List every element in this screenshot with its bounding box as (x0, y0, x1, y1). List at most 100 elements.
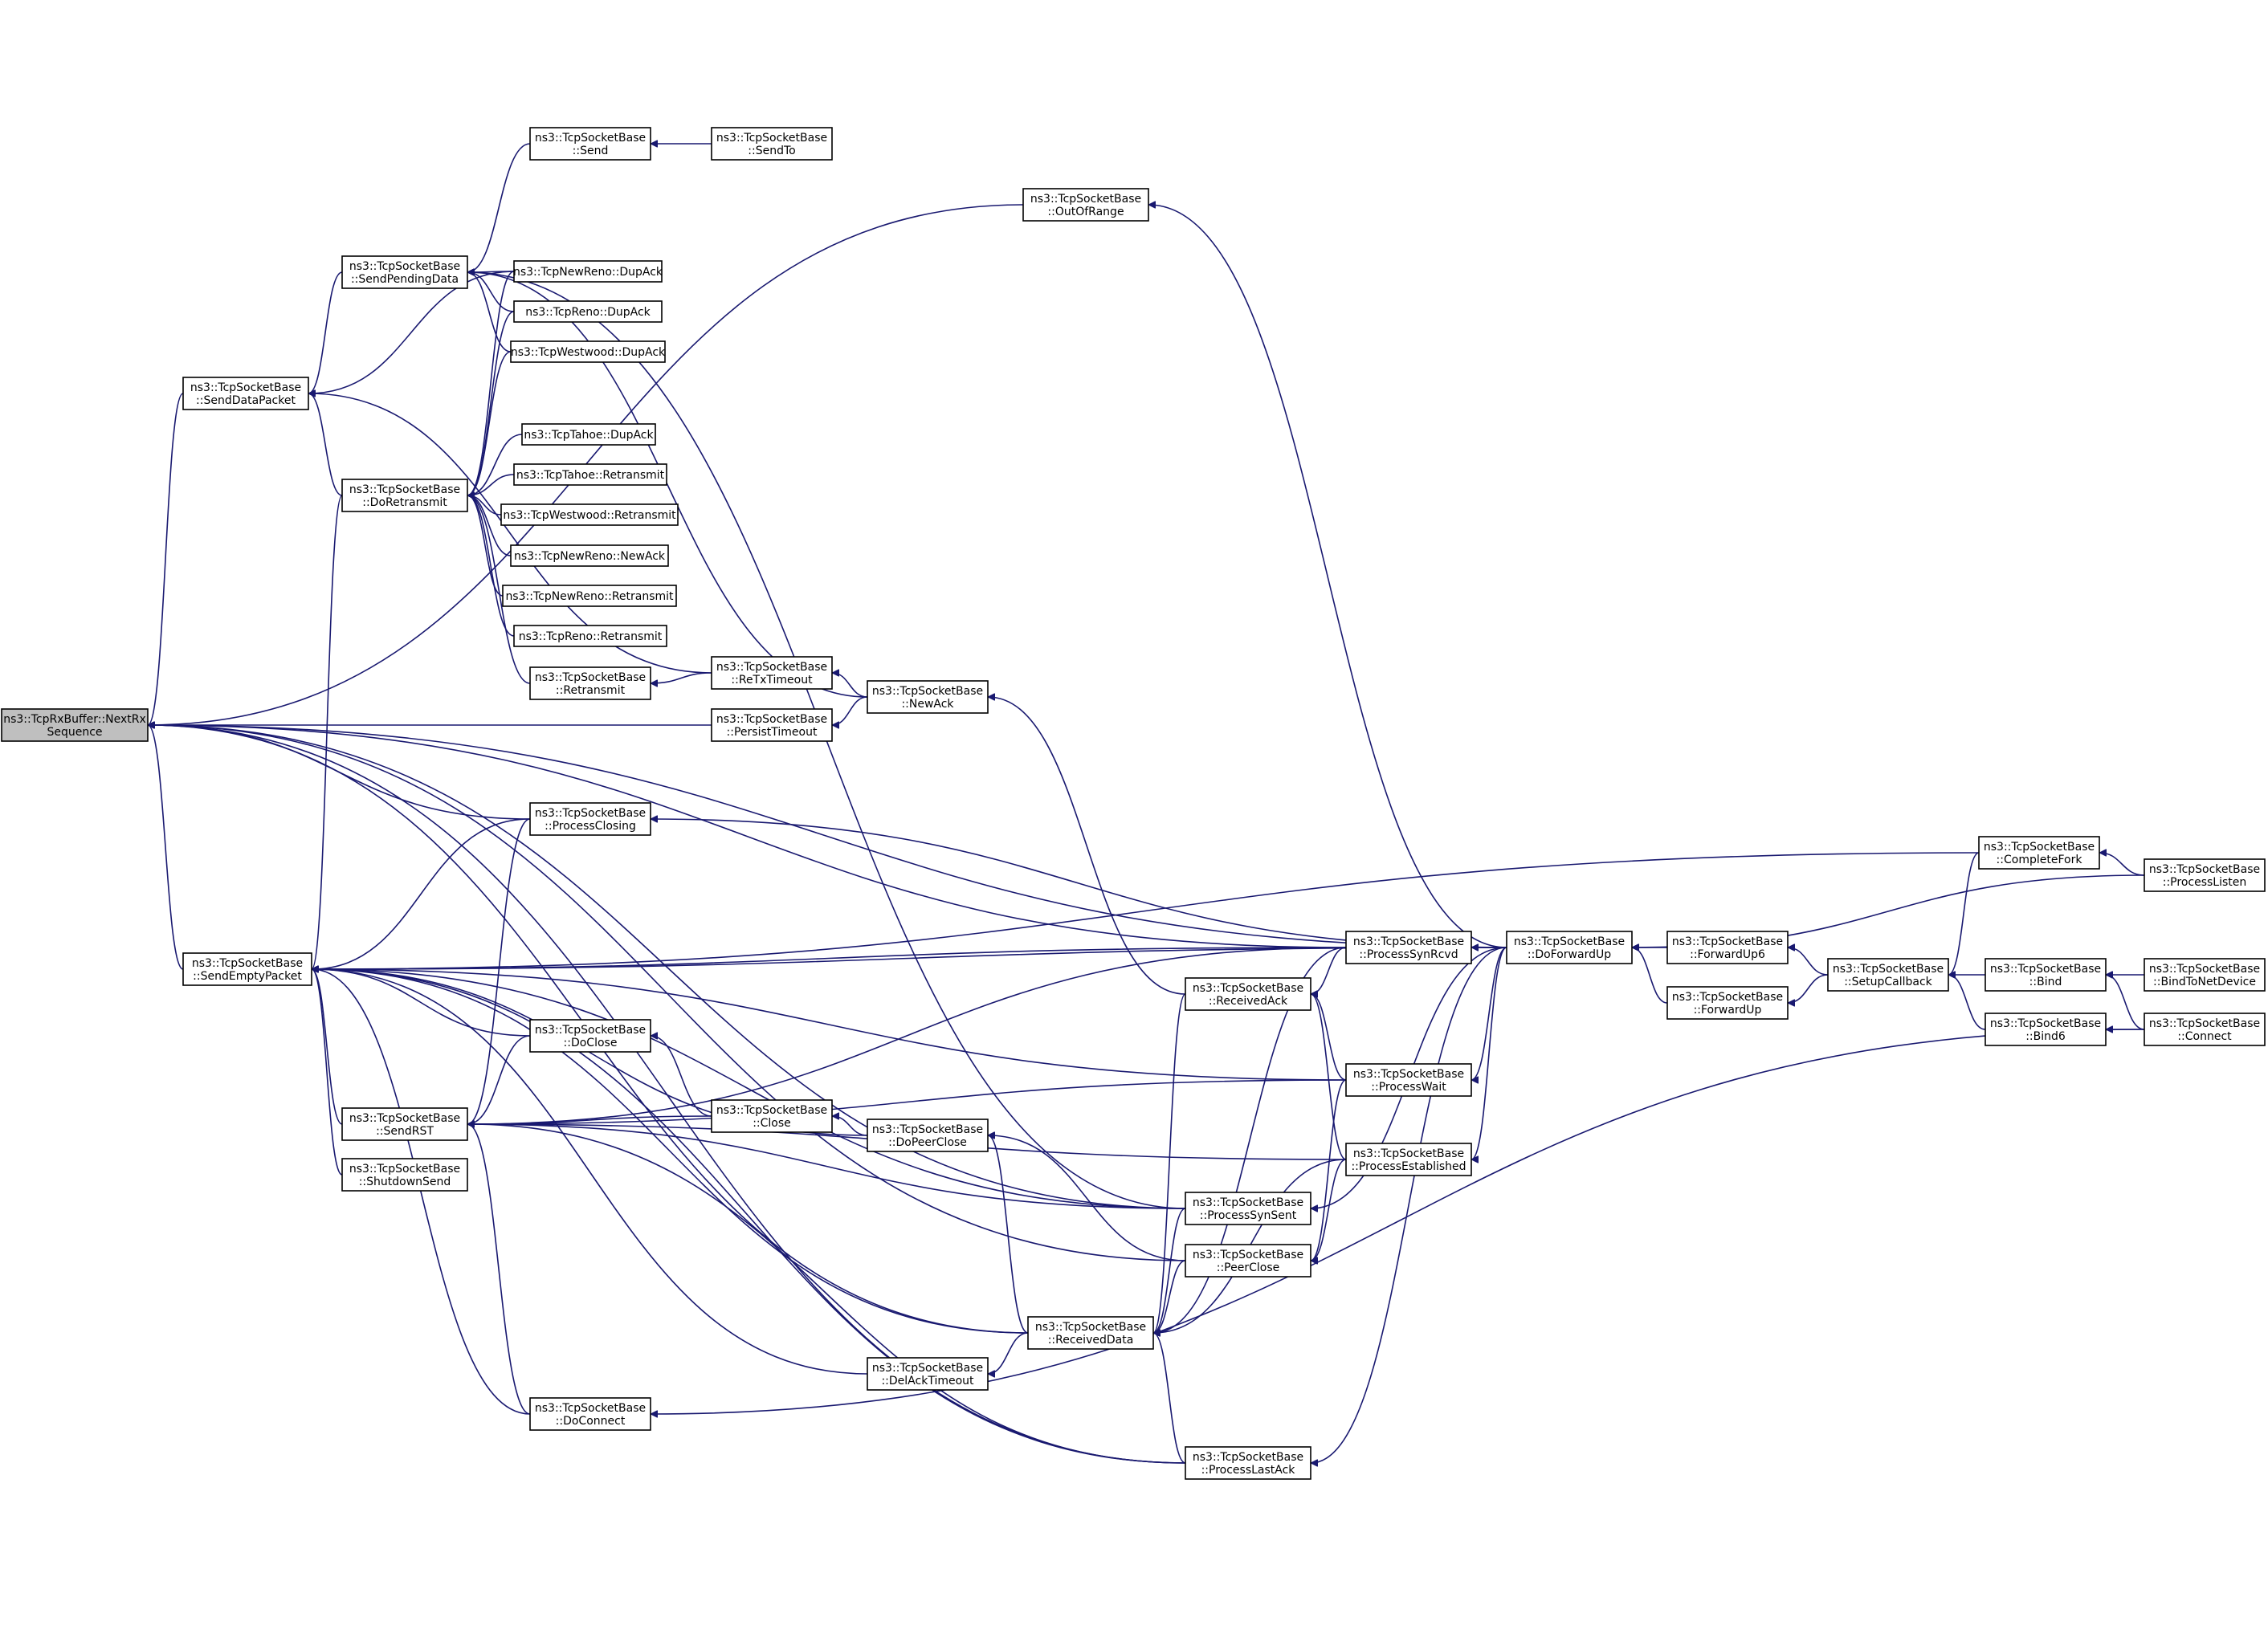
node-box (521, 423, 656, 446)
node-box (513, 463, 667, 486)
node-label: ::SendEmptyPacket (193, 970, 302, 983)
node-box (513, 625, 667, 647)
call-edge-send-to-sendpendingdata (467, 143, 531, 272)
node-label: ns3::TcpSocketBase (1030, 193, 1141, 206)
node-senddatapacket[interactable]: ns3::TcpSocketBase::SendDataPacket (182, 377, 309, 410)
call-edge-processsynsent-to-nextrx (148, 725, 1186, 1209)
node-retransmit[interactable]: ns3::TcpSocketBase::Retransmit (529, 666, 651, 700)
node-tahoedupack[interactable]: ns3::TcpTahoe::DupAck (521, 423, 656, 446)
node-label: ::ReTxTimeout (731, 674, 813, 687)
node-sendrst[interactable]: ns3::TcpSocketBase::SendRST (341, 1107, 468, 1141)
node-label: ns3::TcpWestwood::DupAck (511, 346, 666, 359)
node-westwooddupack[interactable]: ns3::TcpWestwood::DupAck (510, 340, 666, 363)
node-processlisten[interactable]: ns3::TcpSocketBase::ProcessListen (2144, 858, 2266, 892)
node-forwardup6[interactable]: ns3::TcpSocketBase::ForwardUp6 (1666, 931, 1789, 964)
node-label: ::DoRetransmit (362, 496, 447, 509)
call-edge-retransmit-to-doretransmit (467, 495, 531, 684)
node-newrenodupack[interactable]: ns3::TcpNewReno::DupAck (513, 260, 663, 283)
node-bind6[interactable]: ns3::TcpSocketBase::Bind6 (1984, 1013, 2107, 1046)
call-edge-newack-to-rtxtimeout (831, 673, 868, 698)
call-edge-peerclose-to-dopeerclose (988, 1135, 1186, 1261)
node-persisttimeout[interactable]: ns3::TcpSocketBase::PersistTimeout (711, 708, 833, 742)
node-label: ns3::TcpSocketBase (1672, 935, 1783, 948)
node-sendemptypacket[interactable]: ns3::TcpSocketBase::SendEmptyPacket (182, 952, 312, 986)
node-newrenoretransmit[interactable]: ns3::TcpNewReno::Retransmit (502, 585, 677, 607)
node-receivedack[interactable]: ns3::TcpSocketBase::ReceivedAck (1185, 977, 1311, 1011)
node-doconnect[interactable]: ns3::TcpSocketBase::DoConnect (529, 1397, 651, 1431)
node-outofrange[interactable]: ns3::TcpSocketBase::OutOfRange (1022, 188, 1149, 222)
node-box (2144, 958, 2266, 992)
node-processsynsent[interactable]: ns3::TcpSocketBase::ProcessSynSent (1185, 1192, 1311, 1225)
call-edge-setupcallback-to-forwardup (1787, 974, 1829, 1003)
node-label: ns3::TcpSocketBase (349, 1112, 460, 1125)
node-send[interactable]: ns3::TcpSocketBase::Send (529, 127, 651, 161)
node-label: ns3::TcpSocketBase (535, 671, 646, 684)
node-shutdownsend[interactable]: ns3::TcpSocketBase::ShutdownSend (341, 1158, 468, 1192)
node-box (1666, 931, 1789, 964)
call-edge-sendpendingdata-to-senddatapacket (308, 271, 343, 393)
node-processestablished[interactable]: ns3::TcpSocketBase::ProcessEstablished (1345, 1143, 1472, 1176)
node-processclosing[interactable]: ns3::TcpSocketBase::ProcessClosing (529, 802, 651, 836)
call-edge-connect-to-bind (2105, 975, 2145, 1030)
node-label: ns3::TcpSocketBase (1353, 1147, 1464, 1160)
node-label: ::SendTo (748, 145, 795, 157)
node-box (182, 952, 312, 986)
node-setupcallback[interactable]: ns3::TcpSocketBase::SetupCallback (1827, 958, 1949, 992)
node-label: ::SendPendingData (351, 273, 459, 286)
node-sendpendingdata[interactable]: ns3::TcpSocketBase::SendPendingData (341, 255, 468, 289)
node-box (341, 255, 468, 289)
node-label: ::CompleteFork (1997, 854, 2083, 866)
node-label: ns3::TcpSocketBase (716, 132, 827, 145)
node-doforwardup[interactable]: ns3::TcpSocketBase::DoForwardUp (1506, 931, 1633, 964)
node-dopeerclose[interactable]: ns3::TcpSocketBase::DoPeerClose (867, 1119, 989, 1152)
node-rtxtimeout[interactable]: ns3::TcpSocketBase::ReTxTimeout (711, 656, 833, 690)
node-label: ::ReceivedData (1048, 1334, 1134, 1347)
node-processlastack[interactable]: ns3::TcpSocketBase::ProcessLastAck (1185, 1446, 1311, 1480)
node-westwoodretransmit[interactable]: ns3::TcpWestwood::Retransmit (500, 503, 679, 526)
node-forwardup[interactable]: ns3::TcpSocketBase::ForwardUp (1666, 986, 1789, 1020)
node-close[interactable]: ns3::TcpSocketBase::Close (711, 1099, 833, 1133)
node-label: ns3::TcpNewReno::DupAck (513, 266, 663, 279)
call-edge-processsynrcvd-to-sendrst (467, 947, 1347, 1124)
call-edge-rtxtimeout-to-senddatapacket (308, 393, 712, 674)
node-tahoeretransmit[interactable]: ns3::TcpTahoe::Retransmit (513, 463, 667, 486)
node-label: ns3::TcpSocketBase (1353, 1068, 1464, 1081)
node-delacktimeout[interactable]: ns3::TcpSocketBase::DelAckTimeout (867, 1357, 989, 1391)
node-processwait[interactable]: ns3::TcpSocketBase::ProcessWait (1345, 1063, 1472, 1097)
node-box (182, 377, 309, 410)
node-doclose[interactable]: ns3::TcpSocketBase::DoClose (529, 1019, 651, 1053)
node-box (513, 260, 663, 283)
node-completefork[interactable]: ns3::TcpSocketBase::CompleteFork (1978, 836, 2100, 870)
node-label: ns3::TcpSocketBase (2149, 963, 2260, 976)
call-edge-setupcallback-to-forwardup6 (1787, 947, 1829, 976)
node-sendto[interactable]: ns3::TcpSocketBase::SendTo (711, 127, 833, 161)
call-edge-dopeerclose-to-close (831, 1116, 868, 1136)
node-box (711, 1099, 833, 1133)
call-edge-receivedack-to-receiveddata (1152, 993, 1186, 1333)
node-processsynrcvd[interactable]: ns3::TcpSocketBase::ProcessSynRcvd (1345, 931, 1472, 964)
call-edge-receiveddata-to-delacktimeout (987, 1332, 1029, 1374)
call-edge-receiveddata-to-sendemptypacket (312, 969, 1029, 1334)
node-label: ::ProcessEstablished (1351, 1160, 1466, 1173)
node-doretransmit[interactable]: ns3::TcpSocketBase::DoRetransmit (341, 479, 468, 512)
node-bind[interactable]: ns3::TcpSocketBase::Bind (1984, 958, 2107, 992)
node-label: Sequence (47, 726, 102, 739)
node-label: ::Connect (2177, 1030, 2232, 1043)
node-label: ns3::TcpSocketBase (716, 661, 827, 674)
node-receiveddata[interactable]: ns3::TcpSocketBase::ReceivedData (1027, 1316, 1154, 1350)
node-label: ns3::TcpSocketBase (1193, 1196, 1303, 1209)
node-label: ::BindToNetDevice (2153, 976, 2256, 988)
node-newack[interactable]: ns3::TcpSocketBase::NewAck (867, 680, 989, 714)
node-connect[interactable]: ns3::TcpSocketBase::Connect (2144, 1013, 2266, 1046)
node-label: ns3::TcpTahoe::Retransmit (516, 469, 665, 482)
node-layer: ns3::TcpRxBuffer::NextRxSequencens3::Tcp… (1, 127, 2266, 1480)
node-newrenonewack[interactable]: ns3::TcpNewReno::NewAck (510, 544, 669, 567)
node-peerclose[interactable]: ns3::TcpSocketBase::PeerClose (1185, 1244, 1311, 1278)
node-bindtonetdevice[interactable]: ns3::TcpSocketBase::BindToNetDevice (2144, 958, 2266, 992)
call-edge-renodupack-to-doretransmit (467, 311, 515, 495)
node-label: ns3::TcpSocketBase (190, 381, 301, 394)
node-label: ns3::TcpSocketBase (1672, 991, 1783, 1004)
node-renoretransmit[interactable]: ns3::TcpReno::Retransmit (513, 625, 667, 647)
node-renodupack[interactable]: ns3::TcpReno::DupAck (513, 300, 663, 323)
